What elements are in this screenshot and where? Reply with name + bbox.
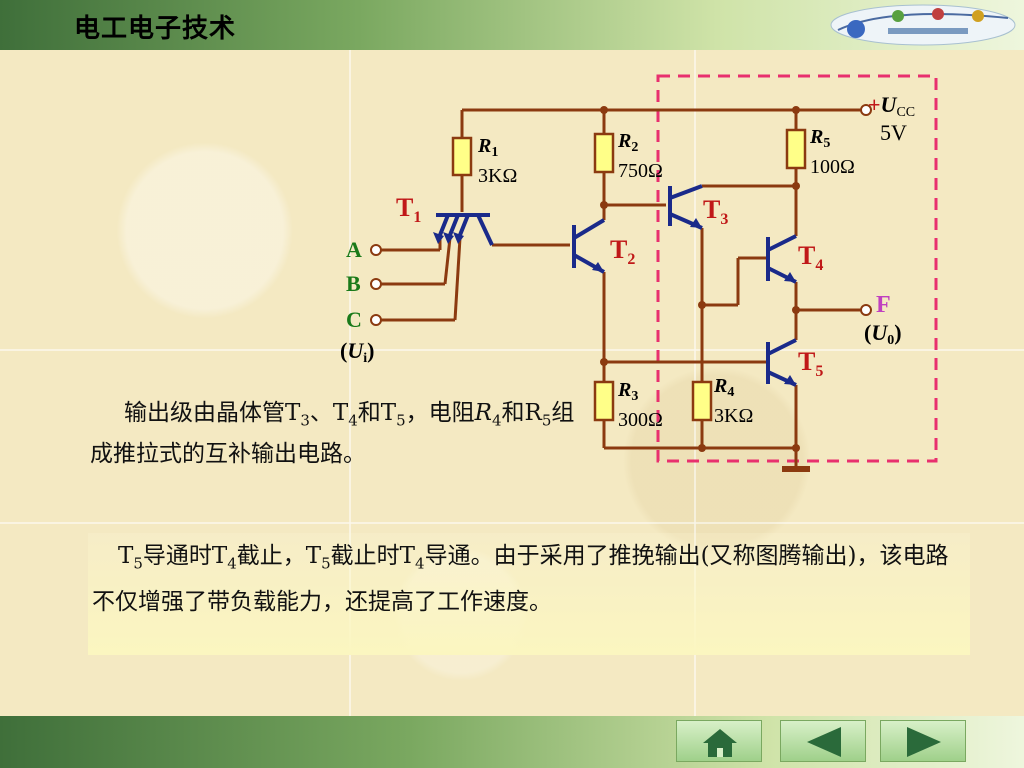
t1-label: T1 bbox=[396, 193, 421, 226]
home-icon bbox=[703, 729, 737, 757]
course-logo bbox=[830, 4, 1016, 46]
r3-label: R3 bbox=[617, 379, 638, 404]
input-b-terminal bbox=[370, 278, 382, 290]
input-a-terminal bbox=[370, 244, 382, 256]
t3-label: T3 bbox=[703, 195, 728, 228]
input-a-label: A bbox=[346, 237, 362, 262]
resistors bbox=[451, 128, 807, 422]
r3-value: 300Ω bbox=[618, 409, 663, 431]
supply-terminal bbox=[860, 104, 872, 116]
previous-page-button[interactable] bbox=[780, 720, 866, 762]
ground-symbol bbox=[782, 466, 810, 472]
r5-label: R5 bbox=[809, 126, 830, 151]
transistors bbox=[436, 184, 797, 387]
r5-value: 100Ω bbox=[810, 156, 855, 178]
t5-label: T5 bbox=[798, 347, 823, 380]
resistor-r5 bbox=[785, 128, 807, 170]
r2-label: R2 bbox=[617, 130, 638, 155]
junction-dots bbox=[600, 106, 800, 452]
description-paragraph-2: T5导通时T4截止，T5截止时T4导通。由于采用了推挽输出(又称图腾输出)，该电… bbox=[88, 533, 970, 655]
r4-label: R4 bbox=[713, 375, 734, 400]
output-terminal bbox=[860, 304, 872, 316]
ttl-nand-circuit-diagram: R1 3KΩ R2 750Ω R5 100Ω R3 300Ω R4 3KΩ T1… bbox=[340, 74, 938, 472]
header-bar: 电工电子技术 bbox=[0, 0, 1024, 50]
resistor-r3 bbox=[593, 380, 615, 422]
footer-bar bbox=[0, 716, 1024, 768]
triangle-right-icon bbox=[907, 727, 941, 757]
r1-label: R1 bbox=[477, 135, 498, 160]
page-title: 电工电子技术 bbox=[74, 14, 237, 44]
input-c-terminal bbox=[370, 314, 382, 326]
t4-label: T4 bbox=[798, 241, 823, 274]
resistor-r1 bbox=[451, 136, 473, 177]
r4-value: 3KΩ bbox=[714, 405, 753, 427]
next-page-button[interactable] bbox=[880, 720, 966, 762]
r1-value: 3KΩ bbox=[478, 165, 517, 187]
triangle-left-icon bbox=[807, 727, 841, 757]
input-ui-label: (Ui) bbox=[340, 338, 374, 366]
output-f-label: F bbox=[876, 292, 891, 318]
input-b-label: B bbox=[346, 271, 361, 296]
transistor-emitter-arrows bbox=[433, 218, 796, 385]
output-u0-label: (U0) bbox=[864, 320, 902, 348]
supply-label: +UCC bbox=[868, 92, 915, 120]
t2-label: T2 bbox=[610, 235, 635, 268]
transistor-t1 bbox=[436, 213, 494, 246]
home-button[interactable] bbox=[676, 720, 762, 762]
supply-voltage: 5V bbox=[880, 120, 907, 145]
terminal-circles bbox=[370, 104, 872, 326]
resistor-r2 bbox=[593, 132, 615, 174]
r2-value: 750Ω bbox=[618, 160, 663, 182]
resistor-r4 bbox=[691, 380, 713, 422]
input-c-label: C bbox=[346, 307, 362, 332]
transistor-t2 bbox=[572, 218, 606, 274]
description-paragraph-1: 输出级由晶体管T3、T4和T5，电阻R4和R5组成推拉式的互补输出电路。 bbox=[90, 400, 575, 467]
